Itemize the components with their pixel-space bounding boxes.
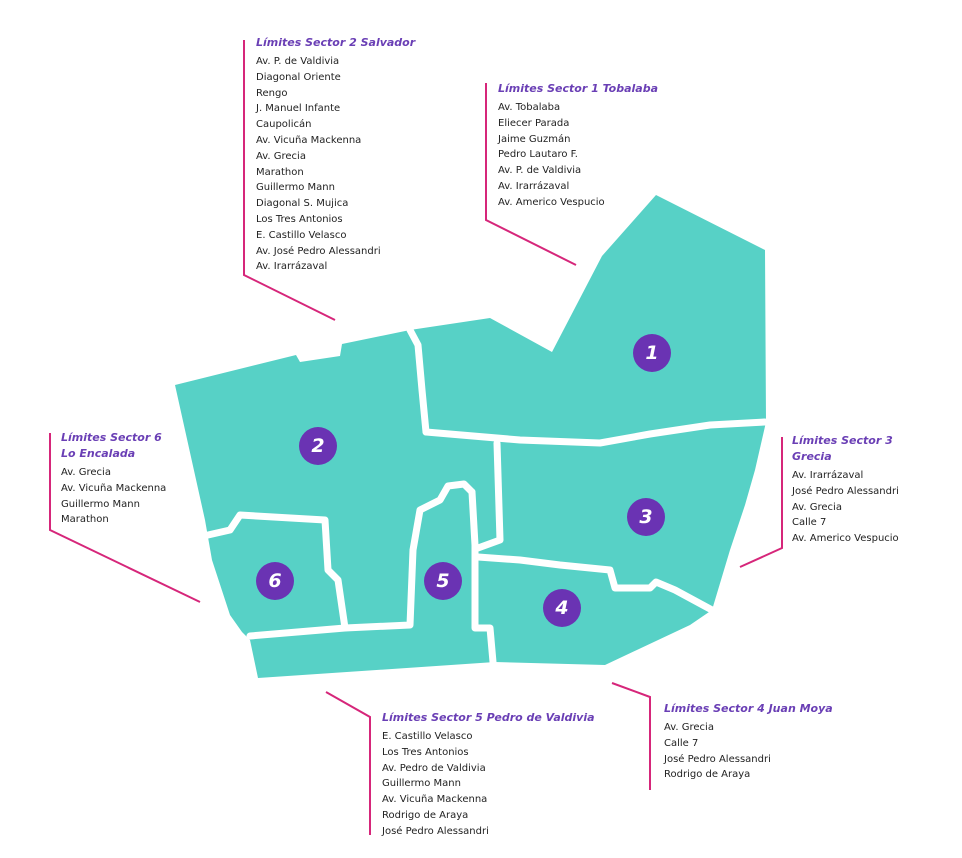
street-item: Av. Americo Vespucio xyxy=(498,196,605,208)
street-item: E. Castillo Velasco xyxy=(382,731,473,742)
sector-5-title-prefix: Límites Sector 5 xyxy=(382,711,483,724)
sector-4-title-prefix: Límites Sector 4 xyxy=(664,702,765,715)
sector-5-title-name: Pedro de Valdivia xyxy=(486,711,595,724)
street-item: José Pedro Alessandri xyxy=(382,825,489,837)
leader-line-sector-3 xyxy=(739,437,783,568)
street-item: Calle 7 xyxy=(792,517,827,529)
street-item: J. Manuel Infante xyxy=(256,103,341,115)
leader-line-sector-2 xyxy=(243,40,336,321)
street-item: Av. Grecia xyxy=(256,150,306,162)
street-item: Av. P. de Valdivia xyxy=(498,165,582,177)
sector-1-title-prefix: Límites Sector 1 xyxy=(498,82,599,95)
street-item: José Pedro Alessandri xyxy=(664,753,771,765)
leader-line-sector-5 xyxy=(325,691,371,835)
street-item: Av. Irarrázaval xyxy=(256,261,328,273)
street-item: Jaime Guzmán xyxy=(498,133,571,145)
street-item: Guillermo Mann xyxy=(382,778,461,790)
leader-line-sector-1 xyxy=(485,83,577,266)
street-item: Av. Grecia xyxy=(664,722,714,733)
sector-5-number: 5 xyxy=(436,570,450,592)
sector-1-title-name: Tobalaba xyxy=(602,82,659,95)
street-item: Guillermo Mann xyxy=(256,182,335,194)
sector-3-marker[interactable]: 3 xyxy=(627,498,665,536)
street-item: Los Tres Antonios xyxy=(382,746,469,758)
sector-2-marker[interactable]: 2 xyxy=(299,427,337,465)
sector-2-label: Límites Sector 2 Salvador Av. P. de Vald… xyxy=(256,35,415,275)
street-item: Av. P. de Valdivia xyxy=(256,56,340,67)
street-item: Av. Pedro de Valdivia xyxy=(382,762,486,774)
street-item: Av. Irarrázaval xyxy=(792,470,864,481)
sector-4-title: Límites Sector 4 Juan Moya xyxy=(664,701,833,717)
street-item: Av. Grecia xyxy=(792,501,842,513)
street-item: Marathon xyxy=(256,166,304,178)
sector-1-streets: Av. Tobalaba Eliecer Parada Jaime Guzmán… xyxy=(498,100,658,211)
sector-4-title-name: Juan Moya xyxy=(768,702,833,715)
sector-5-streets: E. Castillo Velasco Los Tres Antonios Av… xyxy=(382,729,595,840)
sector-1-title: Límites Sector 1 Tobalaba xyxy=(498,81,658,97)
sector-5-label: Límites Sector 5 Pedro de Valdivia E. Ca… xyxy=(382,710,595,840)
street-item: Rodrigo de Araya xyxy=(664,769,751,781)
sector-2-title: Límites Sector 2 Salvador xyxy=(256,35,415,51)
sector-3-title-name: Grecia xyxy=(792,450,832,463)
sector-4-marker[interactable]: 4 xyxy=(543,589,581,627)
street-item: Av. Grecia xyxy=(61,467,111,478)
sector-2-title-name: Salvador xyxy=(360,36,416,49)
street-item: Rodrigo de Araya xyxy=(382,809,469,821)
street-item: Rengo xyxy=(256,87,288,99)
sector-5-title: Límites Sector 5 Pedro de Valdivia xyxy=(382,710,595,726)
street-item: José Pedro Alessandri xyxy=(792,485,899,497)
sector-4-streets: Av. Grecia Calle 7 José Pedro Alessandri… xyxy=(664,720,833,783)
street-item: Calle 7 xyxy=(664,737,699,749)
leader-line-sector-4 xyxy=(611,682,651,790)
street-item: Guillermo Mann xyxy=(61,498,140,510)
sector-2-title-prefix: Límites Sector 2 xyxy=(256,36,357,49)
street-item: Av. Vicuña Mackenna xyxy=(382,794,488,806)
street-item: Av. José Pedro Alessandri xyxy=(256,245,381,257)
street-item: Av. Vicuña Mackenna xyxy=(256,134,362,146)
sector-borders xyxy=(204,326,769,666)
sector-1-number: 1 xyxy=(645,342,659,364)
street-item: Diagonal S. Mujica xyxy=(256,198,349,210)
sector-4-number: 4 xyxy=(555,597,569,619)
sector-3-number: 3 xyxy=(639,506,653,528)
sector-6-title-name: Lo Encalada xyxy=(61,447,136,460)
street-item: Av. Tobalaba xyxy=(498,102,561,113)
street-item: Av. Irarrázaval xyxy=(498,180,570,192)
street-item: Pedro Lautaro F. xyxy=(498,149,578,161)
sector-6-label: Límites Sector 6 Lo Encalada Av. Grecia … xyxy=(61,430,166,528)
street-item: Los Tres Antonios xyxy=(256,213,343,225)
sector-2-streets: Av. P. de Valdivia Diagonal Oriente Reng… xyxy=(256,54,415,275)
sector-1-marker[interactable]: 1 xyxy=(633,334,671,372)
sector-3-label: Límites Sector 3 Grecia Av. Irarrázaval … xyxy=(792,433,899,547)
street-item: Caupolicán xyxy=(256,119,312,131)
sector-6-marker[interactable]: 6 xyxy=(256,562,294,600)
sector-6-streets: Av. Grecia Av. Vicuña Mackenna Guillermo… xyxy=(61,465,166,528)
sector-5-marker[interactable]: 5 xyxy=(424,562,462,600)
sector-6-number: 6 xyxy=(268,570,282,592)
street-item: Av. Vicuña Mackenna xyxy=(61,482,167,494)
street-item: Marathon xyxy=(61,514,109,526)
sector-6-title-prefix: Límites Sector 6 xyxy=(61,431,162,444)
sector-4-label: Límites Sector 4 Juan Moya Av. Grecia Ca… xyxy=(664,701,833,783)
street-item: E. Castillo Velasco xyxy=(256,229,347,241)
leader-line-sector-6 xyxy=(49,433,201,603)
sector-3-title-prefix: Límites Sector 3 xyxy=(792,434,893,447)
sector-2-number: 2 xyxy=(311,435,325,457)
street-item: Eliecer Parada xyxy=(498,117,570,129)
street-item: Diagonal Oriente xyxy=(256,71,341,83)
sector-1-label: Límites Sector 1 Tobalaba Av. Tobalaba E… xyxy=(498,81,658,211)
street-item: Av. Americo Vespucio xyxy=(792,533,899,545)
sector-3-streets: Av. Irarrázaval José Pedro Alessandri Av… xyxy=(792,468,899,547)
